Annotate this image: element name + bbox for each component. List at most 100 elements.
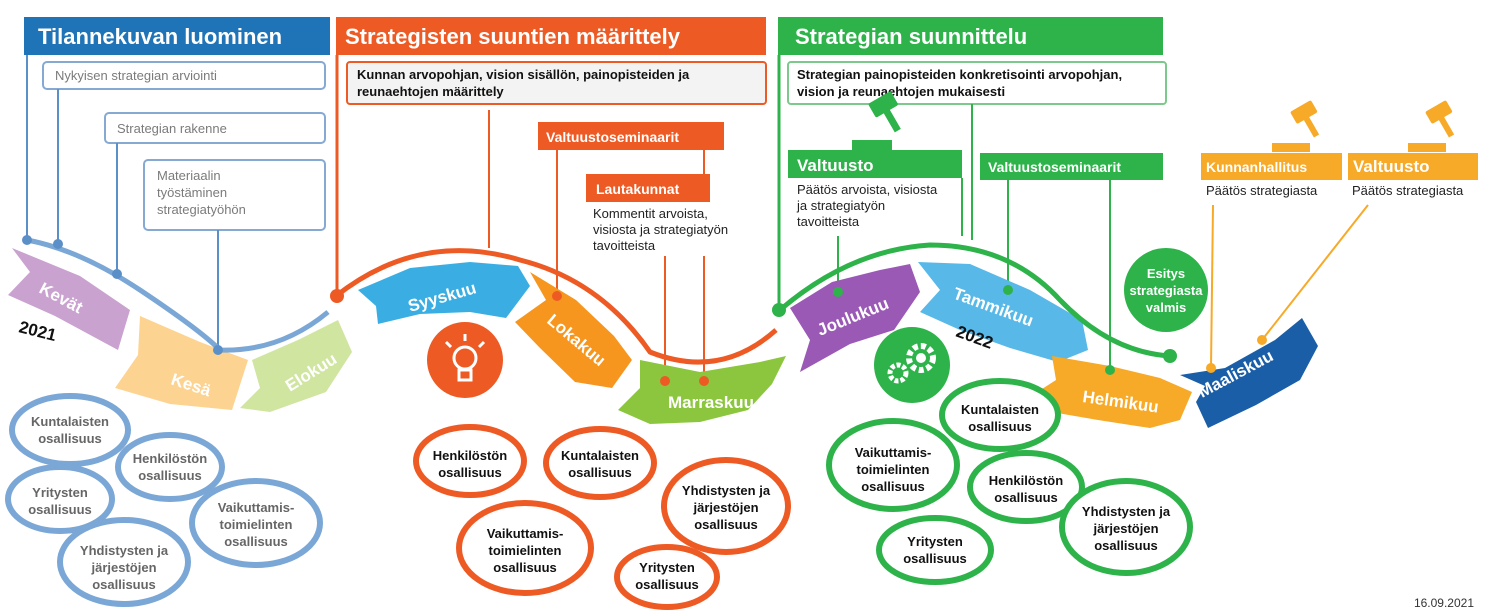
svg-text:osallisuus: osallisuus: [861, 479, 925, 494]
svg-text:strategiatyöhön: strategiatyöhön: [157, 202, 246, 217]
month-marraskuu: [618, 356, 786, 424]
timeline-path-blue: [26, 237, 330, 353]
svg-text:Kommentit arvoista,: Kommentit arvoista,: [593, 206, 708, 221]
svg-text:Päätös strategiasta: Päätös strategiasta: [1206, 183, 1318, 198]
svg-text:osallisuus: osallisuus: [92, 577, 156, 592]
bubble-yritykset: Yritysten osallisuus: [876, 515, 994, 585]
svg-text:visiosta ja strategiatyön: visiosta ja strategiatyön: [593, 222, 728, 237]
svg-text:toimielinten: toimielinten: [489, 543, 562, 558]
bubbles-green: Kuntalaisten osallisuus Vaikuttamis- toi…: [826, 378, 1193, 585]
lautakunnat-tag: [586, 174, 710, 202]
svg-text:ja strategiatyön: ja strategiatyön: [796, 198, 885, 213]
month-joulukuu: [790, 264, 920, 372]
svg-text:osallisuus: osallisuus: [994, 490, 1058, 505]
svg-text:vision ja reunaehtojen mukaise: vision ja reunaehtojen mukaisesti: [797, 84, 1005, 99]
esitys-circle: [1124, 248, 1208, 332]
svg-text:osallisuus: osallisuus: [28, 502, 92, 517]
svg-text:järjestöjen: järjestöjen: [90, 560, 156, 575]
svg-text:Kunnanhallitus: Kunnanhallitus: [1206, 159, 1307, 175]
valtuustoseminaarit-1-tag: [538, 122, 724, 150]
phase-3-header-bg: [778, 17, 1163, 55]
bubble-henkilosto: Henkilöstön osallisuus: [413, 424, 527, 498]
svg-text:osallisuus: osallisuus: [1094, 538, 1158, 553]
svg-text:Vaikuttamis-: Vaikuttamis-: [855, 445, 932, 460]
svg-text:valmis: valmis: [1146, 300, 1186, 315]
phase-2-title: Strategisten suuntien määrittely: [345, 24, 681, 49]
svg-text:osallisuus: osallisuus: [968, 419, 1032, 434]
svg-text:Yritysten: Yritysten: [907, 534, 963, 549]
svg-text:Materiaalin: Materiaalin: [157, 168, 221, 183]
bubble-kuntalaiset: Kuntalaisten osallisuus: [543, 426, 657, 500]
valtuustoseminaarit-2-tag: [980, 153, 1163, 180]
valtuusto-2-tag: [1348, 153, 1478, 180]
bubble-yhdistykset: Yhdistysten ja järjestöjen osallisuus: [1059, 478, 1193, 576]
svg-text:Yritysten: Yritysten: [639, 560, 695, 575]
svg-text:Yhdistysten ja: Yhdistysten ja: [682, 483, 771, 498]
month-syyskuu: [358, 262, 530, 324]
bubble-yritykset: Yritysten osallisuus: [5, 464, 115, 534]
kunnanhallitus-tag: [1201, 153, 1342, 180]
month-maaliskuu: [1180, 318, 1318, 428]
svg-text:strategiasta: strategiasta: [1130, 283, 1204, 298]
bubble-vaikuttamistoimielimet: Vaikuttamis- toimielinten osallisuus: [826, 418, 960, 512]
gavel-icon: [1425, 100, 1455, 138]
phase-3-box: [787, 61, 1167, 105]
svg-text:Lautakunnat: Lautakunnat: [596, 181, 680, 197]
phase-1-box-rakenne: [104, 112, 326, 144]
svg-text:järjestöjen: järjestöjen: [1092, 521, 1158, 536]
valtuusto-1-tag: [788, 150, 962, 178]
svg-text:Strategian painopisteiden konk: Strategian painopisteiden konkretisointi…: [797, 67, 1122, 82]
bubble-vaikuttamistoimielimet: Vaikuttamis- toimielinten osallisuus: [189, 478, 323, 568]
svg-text:tavoitteista: tavoitteista: [797, 214, 860, 229]
svg-text:Valtuusto: Valtuusto: [1353, 157, 1430, 176]
month-lokakuu: [515, 272, 632, 388]
svg-text:Valtuustoseminaarit: Valtuustoseminaarit: [546, 129, 679, 145]
svg-text:osallisuus: osallisuus: [635, 577, 699, 592]
svg-text:Marraskuu: Marraskuu: [668, 393, 754, 412]
svg-text:osallisuus: osallisuus: [138, 468, 202, 483]
svg-text:osallisuus: osallisuus: [438, 465, 502, 480]
gavel-icon: [1290, 100, 1320, 138]
svg-text:osallisuus: osallisuus: [694, 517, 758, 532]
svg-text:Esitys: Esitys: [1147, 266, 1185, 281]
bubble-kuntalaiset: Kuntalaisten osallisuus: [939, 378, 1061, 452]
date-label: 16.09.2021: [1414, 596, 1474, 610]
timeline-path-orange: [334, 248, 778, 365]
phase-1-header-bg: [24, 17, 330, 55]
month-helmikuu: [1028, 356, 1192, 428]
svg-text:Henkilöstön: Henkilöstön: [133, 451, 207, 466]
svg-text:Yhdistysten ja: Yhdistysten ja: [1082, 504, 1171, 519]
phase-1-title: Tilannekuvan luominen: [38, 24, 282, 49]
svg-text:työstäminen: työstäminen: [157, 185, 227, 200]
gavel-icon: [868, 91, 901, 133]
year-2021: 2021: [17, 317, 58, 345]
svg-text:Yhdistysten ja: Yhdistysten ja: [80, 543, 169, 558]
svg-text:Kuntalaisten: Kuntalaisten: [961, 402, 1039, 417]
svg-text:reunaehtojen määrittely: reunaehtojen määrittely: [357, 84, 504, 99]
svg-text:Valtuustoseminaarit: Valtuustoseminaarit: [988, 159, 1121, 175]
lightbulb-icon: [427, 322, 503, 398]
svg-text:osallisuus: osallisuus: [903, 551, 967, 566]
phase-3: Strategian suunnittelu Strategian painop…: [777, 17, 1208, 370]
bubble-henkilosto: Henkilöstön osallisuus: [967, 450, 1085, 524]
svg-text:Henkilöstön: Henkilöstön: [433, 448, 507, 463]
bubble-yhdistykset: Yhdistysten ja järjestöjen osallisuus: [661, 457, 791, 555]
svg-text:Vaikuttamis-: Vaikuttamis-: [218, 500, 295, 515]
phase-2-box: [346, 61, 767, 105]
phase-2: Strategisten suuntien määrittely Kunnan …: [335, 17, 767, 381]
svg-text:Kuntalaisten: Kuntalaisten: [31, 414, 109, 429]
svg-text:osallisuus: osallisuus: [493, 560, 557, 575]
month-kevat: [8, 248, 130, 350]
phase-3-title: Strategian suunnittelu: [795, 24, 1027, 49]
svg-text:Kunnan arvopohjan, vision sisä: Kunnan arvopohjan, vision sisällön, pain…: [357, 67, 690, 82]
bubble-kuntalaiset: Kuntalaisten osallisuus: [9, 393, 131, 467]
svg-text:toimielinten: toimielinten: [220, 517, 293, 532]
phase-2-header-bg: [336, 17, 766, 55]
month-kesa: [115, 316, 248, 410]
timeline-path-green: [778, 242, 1171, 359]
svg-text:tavoitteista: tavoitteista: [593, 238, 656, 253]
svg-text:Nykyisen strategian arviointi: Nykyisen strategian arviointi: [55, 68, 217, 83]
bubble-henkilosto: Henkilöstön osallisuus: [115, 432, 225, 502]
svg-text:Päätös strategiasta: Päätös strategiasta: [1352, 183, 1464, 198]
